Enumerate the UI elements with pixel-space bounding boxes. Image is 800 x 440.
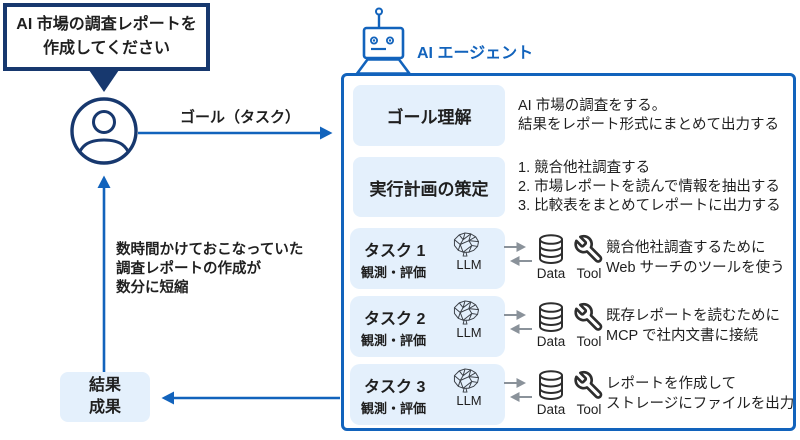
task-desc-line: 競合他社調査するために bbox=[606, 240, 766, 256]
exchange-arrows bbox=[504, 378, 532, 402]
step-desc-line: 結果をレポート形式にまとめて出力する bbox=[518, 116, 779, 133]
tool-label: Tool bbox=[576, 334, 602, 349]
task-title: タスク 2 bbox=[364, 311, 426, 328]
llm-block: LLM bbox=[450, 231, 488, 271]
result-line-1: 結果 bbox=[88, 377, 121, 394]
goal-arrow-label: ゴール（タスク） bbox=[179, 109, 300, 126]
llm-block: LLM bbox=[450, 367, 488, 407]
task-desc-line: Web サーチのツールを使う bbox=[606, 259, 785, 276]
data-block: Data bbox=[528, 233, 574, 281]
agent-label: AI エージェント bbox=[417, 45, 534, 62]
step-row-planning: 実行計画の策定 1. 競合他社調査する 2. 市場レポートを読んで情報を抽出する… bbox=[353, 157, 793, 217]
step-desc-line: AI 市場の調査をする。 bbox=[518, 97, 667, 114]
benefit-note: 数時間かけておこなっていた 調査レポートの作成が 数分に短縮 bbox=[116, 241, 303, 298]
data-block: Data bbox=[528, 369, 574, 417]
task-subtitle: 観測・評価 bbox=[361, 333, 427, 348]
database-icon bbox=[539, 370, 563, 401]
bubble-line-1: AI 市場の調査レポートを bbox=[16, 16, 197, 33]
tool-block: Tool bbox=[566, 369, 612, 417]
task-title: タスク 3 bbox=[364, 379, 426, 396]
task-box: タスク 1 観測・評価 LLM bbox=[350, 228, 505, 289]
task-desc-line: MCP で社内文書に接続 bbox=[606, 327, 758, 344]
tool-block: Tool bbox=[566, 233, 612, 281]
task-row-3: タスク 3 観測・評価 LLM bbox=[350, 364, 796, 425]
llm-block: LLM bbox=[450, 299, 488, 339]
person-icon bbox=[70, 97, 138, 165]
task-box: タスク 3 観測・評価 LLM bbox=[350, 364, 505, 425]
exchange-arrows bbox=[504, 310, 532, 334]
tool-label: Tool bbox=[576, 266, 602, 281]
data-label: Data bbox=[536, 266, 566, 281]
benefit-line-3: 数分に短縮 bbox=[116, 280, 189, 296]
result-line-2: 成果 bbox=[88, 399, 121, 416]
task-description: 既存レポートを読むために MCP で社内文書に接続 bbox=[606, 296, 780, 357]
step-desc-line: 3. 比較表をまとめてレポートに出力する bbox=[518, 197, 781, 214]
step-desc-line: 2. 市場レポートを読んで情報を抽出する bbox=[518, 178, 780, 195]
benefit-line-1: 数時間かけておこなっていた bbox=[116, 242, 304, 258]
task-row-1: タスク 1 観測・評価 LLM bbox=[350, 228, 796, 289]
wrench-icon bbox=[574, 302, 603, 331]
task-description: 競合他社調査するために Web サーチのツールを使う bbox=[606, 228, 785, 289]
tool-label: Tool bbox=[576, 402, 602, 417]
user-request-bubble: AI 市場の調査レポートを 作成してください bbox=[3, 3, 210, 71]
step-row-goal-understanding: ゴール理解 AI 市場の調査をする。 結果をレポート形式にまとめて出力する bbox=[353, 85, 793, 146]
data-label: Data bbox=[536, 402, 566, 417]
llm-label: LLM bbox=[456, 393, 482, 408]
task-description: レポートを作成して ストレージにファイルを出力 bbox=[606, 364, 794, 425]
brain-icon bbox=[453, 300, 480, 325]
brain-icon bbox=[453, 368, 480, 393]
benefit-line-2: 調査レポートの作成が bbox=[116, 261, 261, 277]
task-row-2: タスク 2 観測・評価 LLM bbox=[350, 296, 796, 357]
data-label: Data bbox=[536, 334, 566, 349]
bubble-line-2: 作成してください bbox=[42, 40, 171, 57]
data-block: Data bbox=[528, 301, 574, 349]
step-description: AI 市場の調査をする。 結果をレポート形式にまとめて出力する bbox=[518, 85, 779, 146]
llm-label: LLM bbox=[456, 325, 482, 340]
robot-icon bbox=[355, 7, 411, 75]
task-subtitle: 観測・評価 bbox=[361, 401, 427, 416]
step-description: 1. 競合他社調査する 2. 市場レポートを読んで情報を抽出する 3. 比較表を… bbox=[518, 157, 781, 217]
step-label-box: ゴール理解 bbox=[353, 85, 505, 146]
exchange-arrows bbox=[504, 242, 532, 266]
task-box: タスク 2 観測・評価 LLM bbox=[350, 296, 505, 357]
database-icon bbox=[539, 234, 563, 265]
bubble-tail bbox=[89, 70, 119, 92]
brain-icon bbox=[453, 232, 480, 257]
step-label-box: 実行計画の策定 bbox=[353, 157, 505, 217]
task-desc-line: ストレージにファイルを出力 bbox=[606, 395, 795, 412]
task-desc-line: レポートを作成して bbox=[606, 376, 737, 392]
wrench-icon bbox=[574, 234, 603, 263]
result-box: 結果 成果 bbox=[60, 372, 150, 422]
wrench-icon bbox=[574, 370, 603, 399]
task-subtitle: 観測・評価 bbox=[361, 265, 427, 280]
database-icon bbox=[539, 302, 563, 333]
tool-block: Tool bbox=[566, 301, 612, 349]
step-desc-line: 1. 競合他社調査する bbox=[518, 159, 651, 176]
task-title: タスク 1 bbox=[364, 243, 426, 260]
task-desc-line: 既存レポートを読むために bbox=[606, 308, 780, 324]
llm-label: LLM bbox=[456, 257, 482, 272]
